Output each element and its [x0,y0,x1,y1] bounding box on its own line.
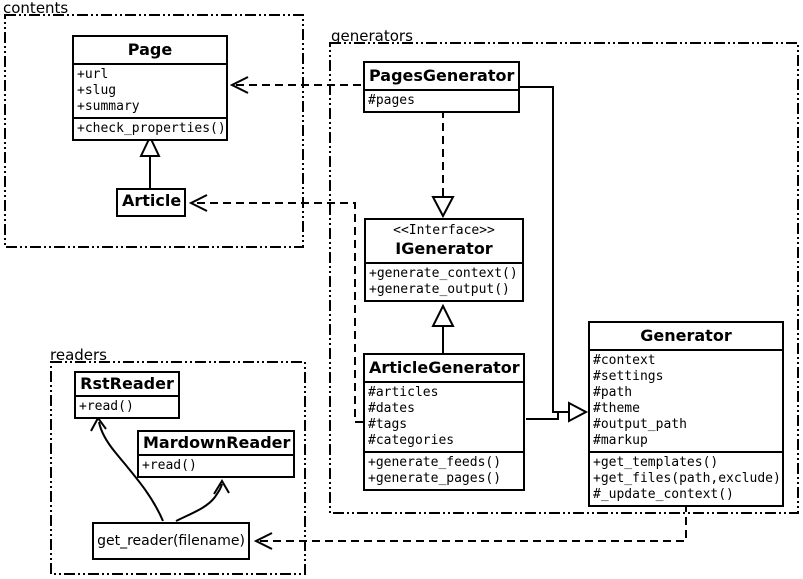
attribute: #articles [368,385,439,400]
attribute: +slug [77,83,117,98]
open-arrowhead-mardownreader [213,479,230,495]
attribute: #theme [593,401,640,416]
method: +read() [142,458,197,473]
class-mardownreader: MardownReader +read() [137,430,295,478]
class-pagesgenerator: PagesGenerator #pages [363,61,520,113]
class-article-name: Article [122,191,182,210]
class-articlegenerator-methods: +generate_feeds() +generate_pages() [365,453,523,489]
package-border-readers [50,361,306,575]
attribute: #markup [593,433,648,448]
class-generator-attributes: #context #settings #path #theme #output_… [590,351,782,453]
realization-arrowhead-igenerator [431,196,455,219]
attribute: #settings [593,369,664,384]
open-arrowhead-page [229,76,249,94]
attribute: #tags [368,417,408,432]
class-mardownreader-methods: +read() [139,456,293,476]
class-igenerator: <<Interface>> IGenerator +generate_conte… [364,218,524,302]
method: +get_files(path,exclude) [593,471,781,486]
class-igenerator-stereotype: <<Interface>> [393,223,495,238]
class-rstreader: RstReader +read() [74,371,180,419]
edge-articlegenerator-generator [526,413,559,420]
attribute: #context [593,353,656,368]
edge-pagesgenerator-generator [520,86,568,413]
class-generator-methods: +get_templates() +get_files(path,exclude… [590,453,782,505]
function-get-reader: get_reader(filename) [92,522,250,560]
edge-articlegenerator-article [193,202,363,423]
class-igenerator-name: <<Interface>> IGenerator [366,220,522,264]
method: #_update_context() [593,487,734,502]
class-page-name: Page [74,37,226,65]
class-articlegenerator-name: ArticleGenerator [365,355,523,383]
package-label-readers: readers [50,346,107,364]
attribute: #pages [368,93,415,108]
package-label-generators: generators [331,27,413,45]
class-rstreader-name: RstReader [76,373,178,397]
class-name-text: IGenerator [395,239,493,258]
open-arrowhead-getreader [253,532,273,550]
inheritance-arrowhead-page [139,134,161,157]
attribute: #path [593,385,633,400]
inheritance-arrowhead-igenerator [431,303,455,327]
class-page: Page +url +slug +summary +check_properti… [72,35,228,141]
edge-getreader-rstreader [98,421,164,522]
class-articlegenerator-attributes: #articles #dates #tags #categories [365,383,523,453]
open-arrowhead-article [188,194,208,212]
package-border-contents [4,14,304,248]
method: +generate_context() [369,266,518,281]
class-article: Article [116,188,186,217]
class-pagesgenerator-attributes: #pages [365,91,518,111]
attribute: #categories [368,433,455,448]
class-page-attributes: +url +slug +summary [74,65,226,119]
method: +check_properties() [77,121,226,136]
edge-getreader-mardownreader [175,483,223,522]
package-label-contents: contents [3,0,69,17]
open-arrowhead-rstreader [90,416,107,432]
attribute: #output_path [593,417,687,432]
class-generator: Generator #context #settings #path #them… [588,321,784,507]
attribute: #dates [368,401,415,416]
method: +generate_pages() [368,471,502,486]
attribute: +url [77,67,109,82]
method: +generate_output() [369,282,510,297]
class-pagesgenerator-name: PagesGenerator [365,63,518,91]
class-page-methods: +check_properties() [74,119,226,139]
class-rstreader-methods: +read() [76,397,178,417]
package-border-generators [329,42,799,514]
attribute: +summary [77,99,140,114]
edge-generator-getreader [258,504,687,542]
inheritance-arrowhead-generator [568,401,589,423]
class-igenerator-methods: +generate_context() +generate_output() [366,264,522,300]
class-generator-name: Generator [590,323,782,351]
class-mardownreader-name: MardownReader [139,432,293,456]
class-articlegenerator: ArticleGenerator #articles #dates #tags … [363,353,525,491]
method: +get_templates() [593,455,719,470]
method: +read() [79,399,134,414]
method: +generate_feeds() [368,455,502,470]
